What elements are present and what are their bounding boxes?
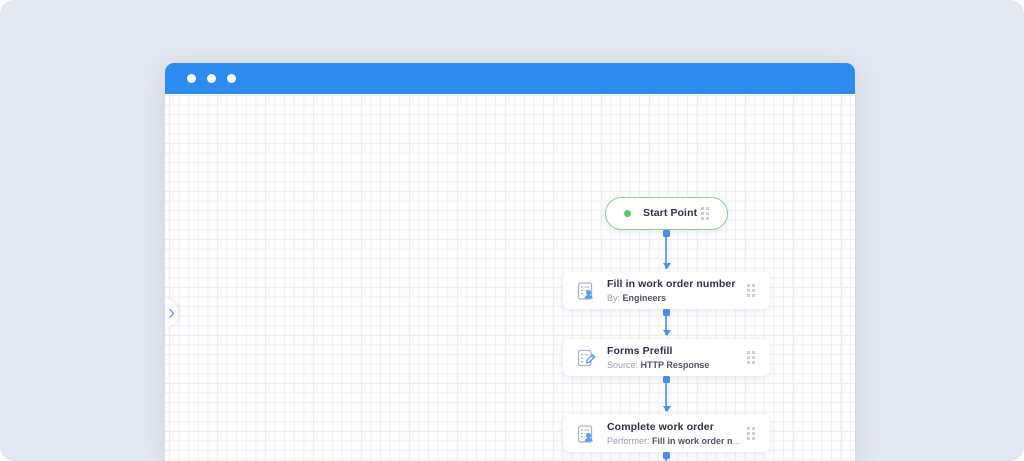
status-dot-icon (624, 210, 631, 217)
window-titlebar (165, 63, 855, 94)
node-subtitle-prefix: Performer: (607, 435, 650, 446)
workflow-canvas[interactable]: Start Point (165, 94, 855, 461)
window-dot-1[interactable] (187, 74, 196, 83)
drag-handle-icon[interactable] (747, 284, 759, 297)
connector-prefill-to-complete (665, 379, 667, 411)
node-subtitle-value: Engineers (622, 292, 667, 303)
connector-start-to-fill (665, 233, 667, 269)
form-user-icon (575, 280, 597, 302)
connector-dot (662, 452, 670, 459)
node-title: Fill in work order number (607, 277, 736, 290)
chevron-right-icon (168, 308, 175, 318)
drag-handle-icon[interactable] (747, 427, 759, 440)
sidebar-expand-tab[interactable] (165, 299, 178, 327)
form-edit-icon (575, 347, 597, 369)
node-start-point[interactable]: Start Point (605, 197, 728, 230)
drag-handle-icon[interactable] (701, 207, 713, 220)
connector-arrow (662, 330, 671, 336)
node-forms-prefill[interactable]: Forms Prefill Source: HTTP Response (563, 339, 770, 376)
connector-dot (662, 376, 670, 383)
node-title: Start Point (643, 207, 698, 219)
node-subtitle: Performer: Fill in work order num… (607, 435, 747, 447)
node-subtitle: Source: HTTP Response (607, 359, 747, 371)
node-subtitle: By: Engineers (607, 292, 747, 304)
connector-arrow (662, 406, 671, 412)
drag-handle-icon[interactable] (747, 351, 759, 364)
node-title: Forms Prefill (607, 344, 673, 357)
node-subtitle-prefix: Source: (607, 359, 639, 370)
connector-dot (662, 309, 670, 316)
node-subtitle-value: HTTP Response (640, 359, 710, 370)
connector-arrow (662, 263, 671, 269)
browser-window-mockup: Start Point (165, 63, 855, 461)
node-complete-work-order[interactable]: Complete work order Performer: Fill in w… (563, 415, 770, 452)
form-user-icon (575, 423, 597, 445)
node-subtitle-value: Fill in work order num… (652, 435, 747, 446)
node-fill-work-order[interactable]: Fill in work order number By: Engineers (563, 272, 770, 309)
connector-fill-to-prefill (665, 312, 667, 335)
node-subtitle-prefix: By: (607, 292, 621, 303)
connector-dot (662, 230, 670, 237)
window-dot-2[interactable] (207, 74, 216, 83)
window-dot-3[interactable] (227, 74, 236, 83)
node-title: Complete work order (607, 420, 714, 433)
